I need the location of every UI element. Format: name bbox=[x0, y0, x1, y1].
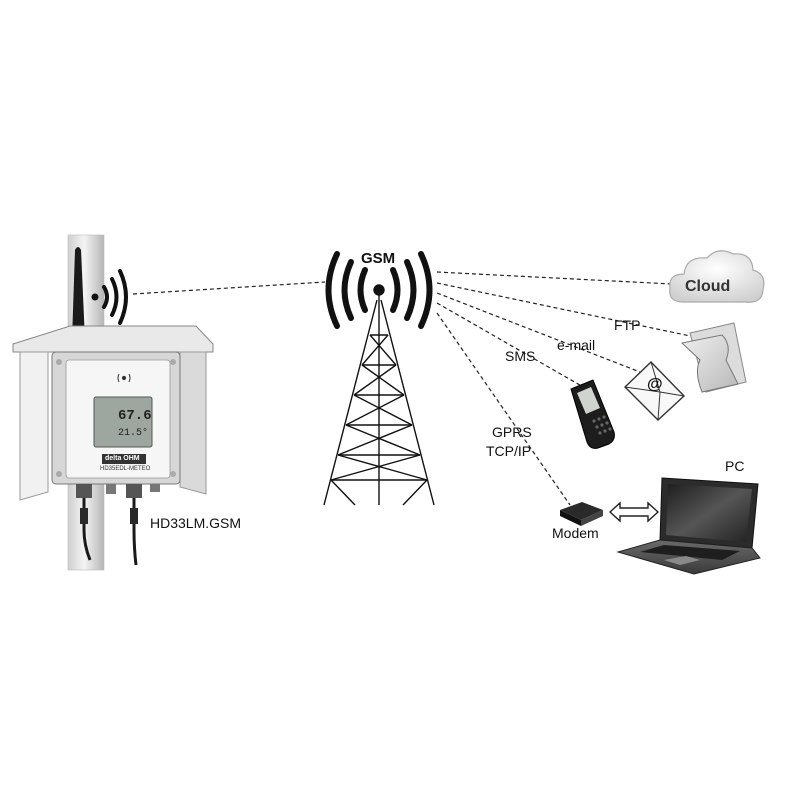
cloud-icon bbox=[669, 250, 765, 303]
pc-label: PC bbox=[725, 458, 745, 474]
link-device-gsm bbox=[132, 281, 326, 295]
modem-label: Modem bbox=[552, 525, 599, 541]
laptop-icon bbox=[616, 477, 761, 575]
link-gsm-cloud bbox=[436, 271, 673, 285]
tcpip-label: TCP/IP bbox=[486, 443, 532, 459]
device-signal-icon bbox=[91, 269, 128, 325]
cloud-label: Cloud bbox=[685, 278, 731, 295]
gsm-label: GSM bbox=[361, 250, 396, 267]
gsm-tower-icon bbox=[323, 284, 435, 506]
data-logger-device bbox=[12, 325, 214, 566]
gprs-label: GPRS bbox=[492, 424, 532, 440]
sms-label: SMS bbox=[505, 348, 536, 364]
ftp-folder-icon bbox=[680, 322, 747, 393]
bidirectional-arrow-icon bbox=[608, 501, 660, 523]
link-gsm-sms bbox=[436, 302, 586, 389]
email-at-symbol: @ bbox=[647, 376, 663, 393]
links bbox=[132, 271, 701, 506]
mobile-phone-icon bbox=[570, 379, 615, 449]
device-model: HD35EDL-METEO bbox=[100, 466, 151, 472]
device-brand: delta OHM bbox=[105, 455, 140, 462]
tower-signal-icon bbox=[325, 251, 433, 329]
lcd-value-bottom: 21.5° bbox=[118, 428, 149, 439]
modem-icon bbox=[560, 502, 603, 526]
lcd-value-top: 67.6 bbox=[118, 408, 152, 424]
link-gsm-modem bbox=[436, 312, 571, 506]
link-gsm-email bbox=[436, 292, 641, 373]
panel-radio-icon bbox=[117, 373, 131, 383]
device-label: HD33LM.GSM bbox=[150, 515, 242, 531]
email-label: e-mail bbox=[557, 337, 596, 353]
link-gsm-ftp bbox=[436, 282, 701, 339]
email-envelope-icon bbox=[624, 361, 686, 421]
ftp-label: FTP bbox=[614, 317, 641, 333]
